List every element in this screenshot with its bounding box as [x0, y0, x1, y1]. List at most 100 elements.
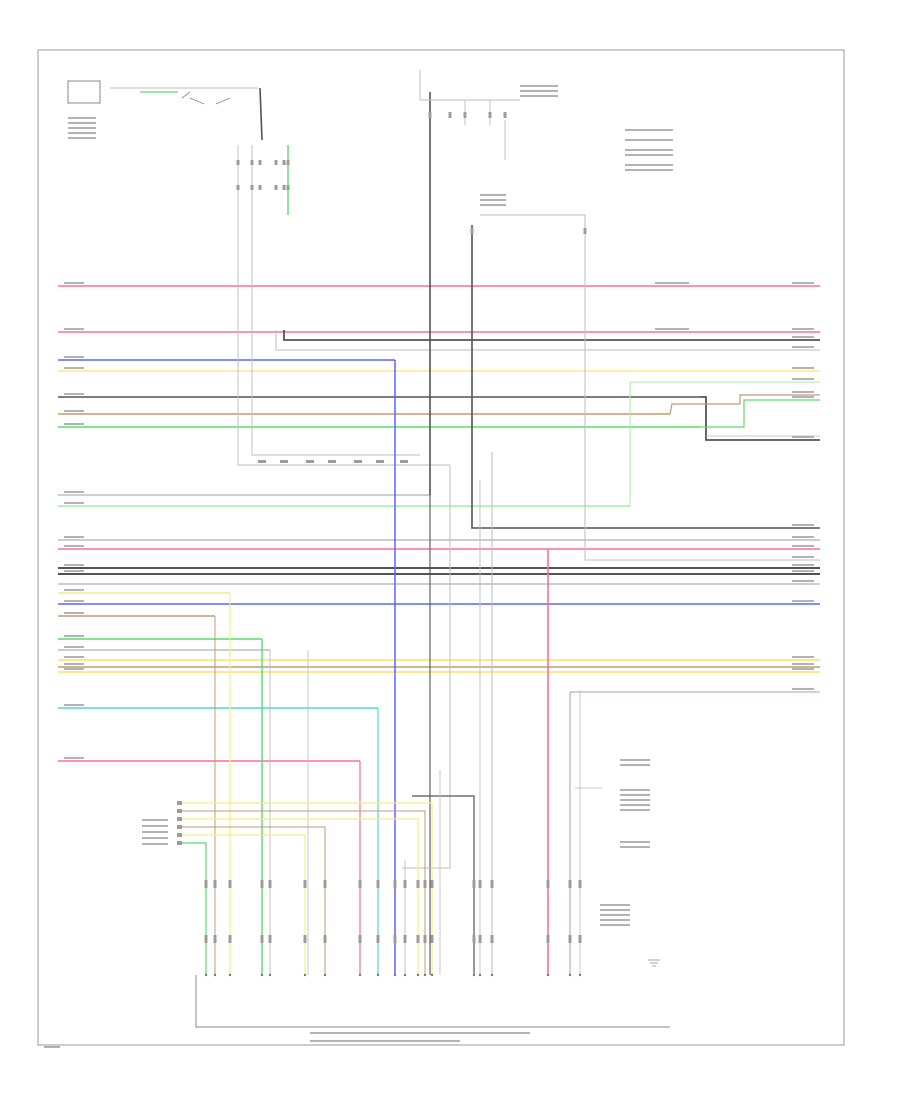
module-pin-lower-13 — [423, 935, 427, 943]
routed-wire-41 — [182, 834, 306, 975]
module-pin-upper-14 — [430, 880, 434, 888]
connector-pin-top-lower-2 — [250, 185, 254, 190]
connector-pin-upper-5 — [503, 112, 507, 118]
diagram-frame — [37, 49, 845, 1046]
module-terminal-15 — [472, 973, 476, 977]
module-terminal-18 — [546, 973, 550, 977]
module-pin-lower-10 — [393, 935, 397, 943]
module-pin-upper-15 — [472, 880, 476, 888]
connector-pin-top-5 — [282, 160, 286, 165]
module-terminal-5 — [268, 973, 272, 977]
module-pin-upper-16 — [478, 880, 482, 888]
connector-pin-mid-1 — [470, 228, 474, 234]
module-terminal-9 — [376, 973, 380, 977]
module-terminal-8 — [358, 973, 362, 977]
side-connector-pin-4 — [177, 825, 182, 829]
module-pin-upper-19 — [568, 880, 572, 888]
module-terminal-10 — [393, 973, 397, 977]
routed-wire-8 — [251, 145, 420, 456]
switch-symbol — [181, 91, 231, 105]
routed-wire-7 — [237, 145, 450, 466]
module-pin-upper-3 — [228, 880, 232, 888]
inline-connector-pin-3 — [306, 460, 314, 463]
module-pin-lower-6 — [303, 935, 307, 943]
routed-wire-2 — [275, 330, 820, 351]
module-pin-upper-20 — [578, 880, 582, 888]
module-pin-upper-6 — [303, 880, 307, 888]
module-pin-lower-11 — [403, 935, 407, 943]
module-pin-upper-8 — [358, 880, 362, 888]
routed-wire-38 — [182, 810, 426, 975]
module-terminal-4 — [260, 973, 264, 977]
module-pin-upper-9 — [376, 880, 380, 888]
module-terminal-13 — [423, 973, 427, 977]
inline-connector-pin-4 — [328, 460, 336, 463]
module-pin-lower-16 — [478, 935, 482, 943]
module-pin-lower-4 — [260, 935, 264, 943]
routed-wire-43 — [412, 795, 475, 975]
module-pin-lower-18 — [546, 935, 550, 943]
module-pin-lower-12 — [416, 935, 420, 943]
module-pin-upper-12 — [416, 880, 420, 888]
module-terminal-20 — [578, 973, 582, 977]
module-terminal-17 — [490, 973, 494, 977]
module-pin-lower-9 — [376, 935, 380, 943]
ground-symbol — [648, 959, 660, 967]
module-terminal-7 — [323, 973, 327, 977]
connector-pin-top-lower-1 — [236, 185, 240, 190]
inline-connector-pin-5 — [354, 460, 362, 463]
module-pin-lower-14 — [430, 935, 434, 943]
connector-pin-top-6 — [286, 160, 290, 165]
inline-connector-pin-2 — [280, 460, 288, 463]
connector-pin-top-lower-6 — [286, 185, 290, 190]
module-terminal-16 — [478, 973, 482, 977]
routed-wire-19 — [629, 381, 820, 506]
routed-wire-16 — [700, 396, 820, 441]
connector-pin-top-lower-4 — [274, 185, 278, 190]
routed-wire-39 — [182, 818, 419, 975]
module-pin-upper-13 — [423, 880, 427, 888]
module-pin-lower-7 — [323, 935, 327, 943]
wire-group — [58, 70, 820, 975]
connector-pin-top-lower-5 — [282, 185, 286, 190]
connector-pin-upper-3 — [463, 112, 467, 118]
module-pin-lower-3 — [228, 935, 232, 943]
module-terminal-1 — [204, 973, 208, 977]
module-pin-upper-11 — [403, 880, 407, 888]
module-terminal-11 — [403, 973, 407, 977]
module-pin-lower-1 — [204, 935, 208, 943]
label-group — [44, 85, 814, 1048]
side-connector-pin-2 — [177, 809, 182, 813]
connector-pin-upper-1 — [428, 112, 432, 118]
module-pin-upper-5 — [268, 880, 272, 888]
connector-pin-upper-2 — [448, 112, 452, 118]
module-box — [195, 975, 670, 1028]
routed-wire-15 — [480, 214, 820, 561]
connector-pin-top-4 — [274, 160, 278, 165]
side-connector-pin-1 — [177, 801, 182, 805]
routed-wire-40 — [182, 826, 326, 975]
inline-connector-pin-6 — [376, 460, 384, 463]
connector-pin-top-3 — [258, 160, 262, 165]
module-terminal-3 — [228, 973, 232, 977]
inline-connector-pin-7 — [400, 460, 408, 463]
module-terminal-12 — [416, 973, 420, 977]
side-connector-pin-6 — [177, 841, 182, 845]
module-pin-upper-17 — [490, 880, 494, 888]
connector-pin-top-1 — [236, 160, 240, 165]
routed-wire-17 — [669, 394, 820, 415]
module-pin-upper-18 — [546, 880, 550, 888]
module-pin-lower-15 — [472, 935, 476, 943]
routed-wire-27 — [569, 691, 820, 975]
side-connector-pin-3 — [177, 817, 182, 821]
module-pin-lower-5 — [268, 935, 272, 943]
routed-wire-3 — [259, 87, 263, 141]
routed-wire-10 — [419, 70, 520, 101]
module-pin-upper-7 — [323, 880, 327, 888]
connector-component — [67, 80, 101, 104]
connector-pin-mid-2 — [583, 228, 587, 234]
routed-wire-36 — [182, 842, 207, 975]
connector-pin-upper-4 — [488, 112, 492, 118]
